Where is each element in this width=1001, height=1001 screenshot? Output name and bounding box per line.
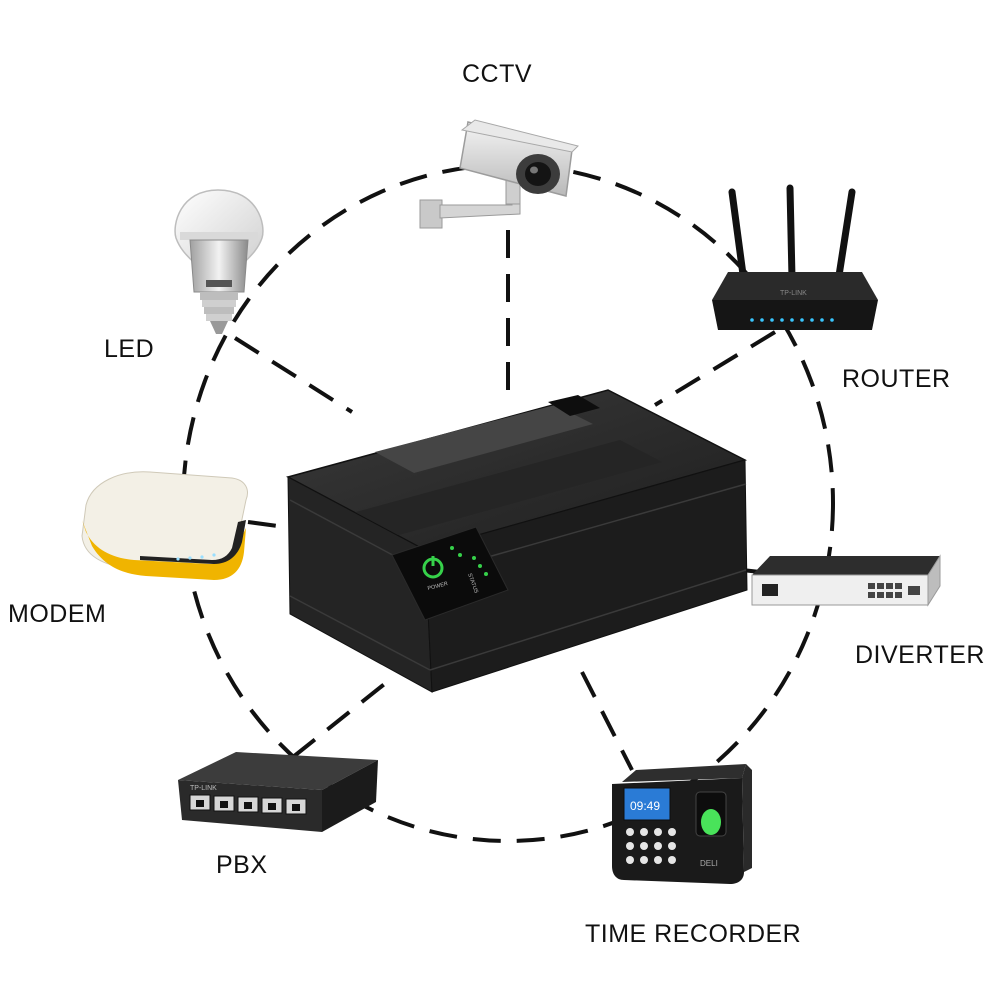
switch-brand-text: TP-LINK [190, 785, 217, 792]
label-pbx: PBX [216, 851, 268, 879]
label-cctv: CCTV [462, 60, 533, 88]
modem-icon [81, 471, 248, 580]
led-bulb-icon [174, 189, 264, 334]
recorder-brand-text: DELI [700, 859, 718, 868]
router-icon: TP-LINK [712, 184, 878, 330]
label-diverter: DIVERTER [855, 641, 985, 669]
diverter-icon [751, 554, 941, 607]
pbx-switch-icon: TP-LINK [178, 752, 378, 832]
link-modem [247, 520, 293, 530]
link-time-recorder [580, 671, 634, 771]
cctv-camera-icon [419, 119, 579, 229]
clock-display-text: 09:49 [630, 799, 660, 813]
router-brand-text: TP-LINK [780, 290, 807, 297]
label-led: LED [104, 335, 155, 363]
label-time-recorder: TIME RECORDER [585, 920, 802, 948]
time-recorder-icon: 09:49 DELI [612, 764, 752, 884]
power-label: POWER [427, 581, 449, 592]
label-router: ROUTER [842, 365, 951, 393]
link-led [233, 336, 354, 414]
label-modem: MODEM [8, 600, 107, 628]
mini-ups-device: POWER STATUS [285, 389, 748, 693]
link-router [653, 330, 777, 407]
link-pbx [291, 676, 394, 759]
